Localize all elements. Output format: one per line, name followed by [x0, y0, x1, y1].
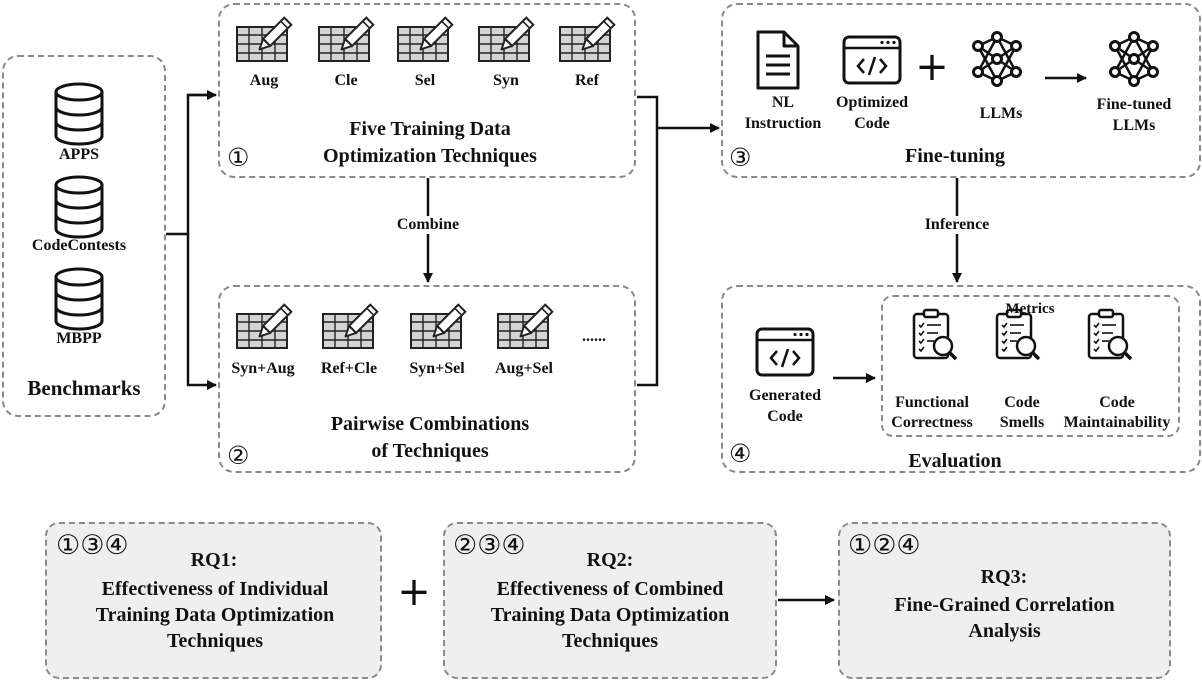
stage1-title-line1: Five Training Data: [349, 118, 511, 140]
rq1-line1: Effectiveness of Individual: [101, 578, 329, 600]
metric-code-smells-line2: Smells: [999, 414, 1045, 431]
stage3-title: Fine-tuning: [904, 145, 1006, 167]
inference-label: Inference: [905, 216, 1009, 234]
rq3-box: [838, 522, 1171, 679]
technique-label-sel: Sel: [414, 72, 436, 89]
stage1-number: ①: [227, 143, 250, 172]
benchmark-apps-label: APPS: [59, 146, 99, 163]
stage1-box: [218, 3, 636, 178]
stage3-number: ③: [729, 143, 752, 172]
combination-label-ref-cle: Ref+Cle: [320, 360, 378, 377]
stage2-title-line1: Pairwise Combinations: [330, 413, 530, 435]
stage2-title-line2: of Techniques: [371, 440, 489, 462]
rq2-box: [443, 522, 777, 679]
nl-instruction-line1: NL: [771, 94, 795, 111]
rq3-line2: Analysis: [968, 620, 1041, 642]
merge-line: [637, 95, 659, 387]
metric-functional-correctness-line2: Correctness: [891, 414, 973, 431]
stage4-box: [721, 285, 1201, 473]
benchmarks-to-pairwise-line: [186, 234, 217, 390]
rq-plus-sign: +: [397, 569, 431, 615]
rq2-stage-numbers: ②③④: [453, 530, 526, 561]
rq2-line1: Effectiveness of Combined: [496, 578, 724, 600]
benchmarks-branch-line: [166, 93, 214, 236]
rq1-title: RQ1:: [190, 549, 238, 571]
rq1-line2: Training Data Optimization: [95, 604, 335, 626]
connectors: [166, 73, 1087, 605]
metric-code-maintainability-line1: Code: [1099, 394, 1135, 411]
metric-code-maintainability-line2: Maintainability: [1063, 414, 1171, 431]
rq3-title: RQ3:: [980, 566, 1028, 588]
stage2-box: [218, 285, 636, 473]
stage1-title-line2: Optimization Techniques: [323, 145, 537, 167]
metrics-title: Metrics: [1005, 301, 1055, 317]
generated-code-line2: Code: [767, 408, 803, 425]
combine-label: Combine: [378, 216, 478, 234]
rq1-stage-numbers: ①③④: [56, 530, 129, 561]
optimized-code-line1: Optimized: [836, 94, 908, 111]
combination-label-aug-sel: Aug+Sel: [494, 360, 553, 377]
metrics-box: [881, 295, 1180, 437]
technique-label-ref: Ref: [575, 72, 599, 89]
plus-sign: +: [915, 44, 949, 90]
rq1-box: [45, 522, 382, 679]
benchmark-mbpp-label: MBPP: [56, 330, 102, 347]
stage4-number: ④: [729, 439, 752, 468]
stage4-title: Evaluation: [908, 450, 1002, 472]
combination-label-syn-aug: Syn+Aug: [231, 360, 295, 377]
benchmarks-box: [2, 55, 166, 417]
finetuned-llms-line2: LLMs: [1112, 117, 1156, 134]
generated-code-line1: Generated: [749, 387, 821, 404]
rq3-stage-numbers: ①②④: [848, 530, 921, 561]
combination-label-syn-sel: Syn+Sel: [409, 360, 465, 377]
rq2-line3: Techniques: [562, 630, 658, 652]
stage3-box: [721, 3, 1201, 178]
stage2-number: ②: [227, 441, 250, 470]
llms-label: LLMs: [979, 105, 1023, 122]
nl-instruction-line2: Instruction: [744, 115, 822, 132]
combinations-ellipsis: ......: [582, 328, 606, 345]
finetuned-llms-line1: Fine-tuned: [1096, 96, 1172, 113]
benchmark-codecontests-label: CodeContests: [31, 237, 127, 254]
metric-functional-correctness-line1: Functional: [895, 394, 969, 411]
rq2-title: RQ2:: [586, 549, 634, 571]
benchmarks-title: Benchmarks: [27, 376, 141, 400]
technique-label-syn: Syn: [493, 72, 519, 89]
optimized-code-line2: Code: [854, 115, 890, 132]
metric-code-smells-line1: Code: [1004, 394, 1040, 411]
rq3-line1: Fine-Grained Correlation: [894, 594, 1115, 616]
technique-label-cle: Cle: [334, 72, 358, 89]
rq1-line3: Techniques: [167, 630, 263, 652]
technique-label-aug: Aug: [249, 72, 279, 89]
rq2-line2: Training Data Optimization: [490, 604, 730, 626]
